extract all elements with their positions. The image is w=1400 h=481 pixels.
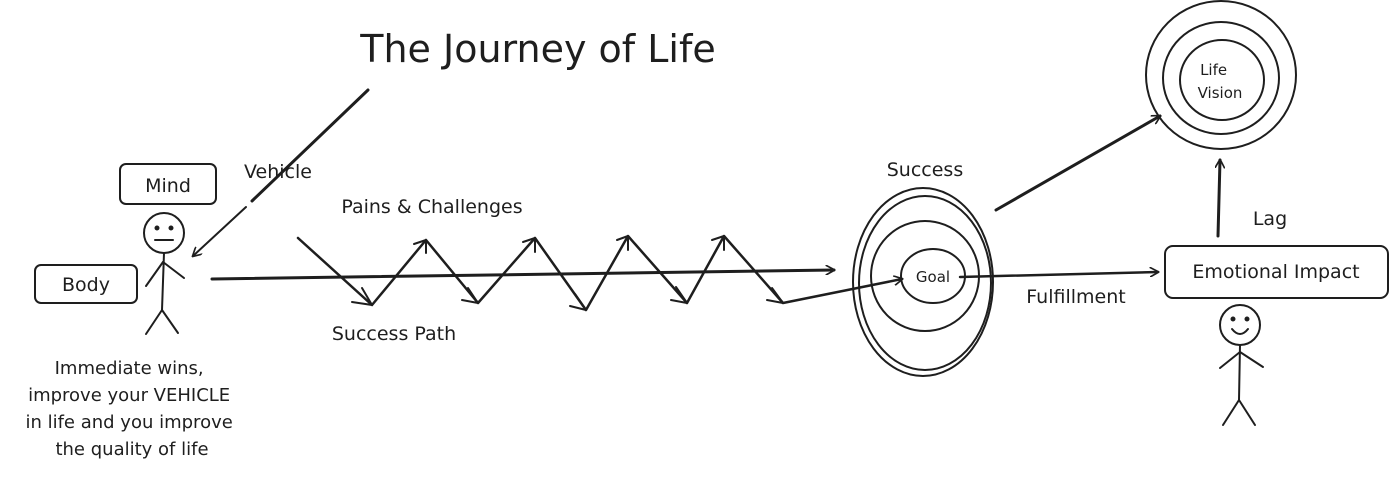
success-path-label: Success Path — [332, 323, 456, 345]
mind-label: Mind — [145, 175, 191, 197]
lag-label: Lag — [1253, 208, 1287, 230]
body-label: Body — [62, 274, 110, 296]
life-vision-line: Life — [1200, 61, 1227, 79]
success-to-vision-arrow — [996, 116, 1160, 210]
emotional-impact-label: Emotional Impact — [1192, 261, 1359, 283]
success-label: Success — [887, 159, 963, 181]
goal-label: Goal — [916, 268, 950, 286]
diagram-title: The Journey of Life — [359, 27, 715, 71]
person-figure-right — [1220, 305, 1263, 425]
note-line: Immediate wins, — [55, 358, 204, 379]
note-line: the quality of life — [55, 439, 208, 460]
immediate-wins-note: Immediate wins, improve your VEHICLE in … — [25, 358, 238, 460]
vehicle-label: Vehicle — [244, 161, 312, 183]
life-vision-line: Vision — [1198, 84, 1243, 102]
life-vision-label: Life Vision — [1198, 61, 1243, 102]
pains-challenges-label: Pains & Challenges — [341, 196, 522, 218]
person-figure-left — [144, 213, 184, 334]
note-line: improve your VEHICLE — [28, 385, 230, 406]
vehicle-pointer-line — [252, 90, 368, 201]
note-line: in life and you improve — [25, 412, 232, 433]
main-journey-arrow — [212, 270, 834, 279]
fulfillment-label: Fulfillment — [1026, 286, 1125, 308]
lag-arrow — [1218, 160, 1220, 236]
vehicle-arrow — [193, 207, 246, 256]
